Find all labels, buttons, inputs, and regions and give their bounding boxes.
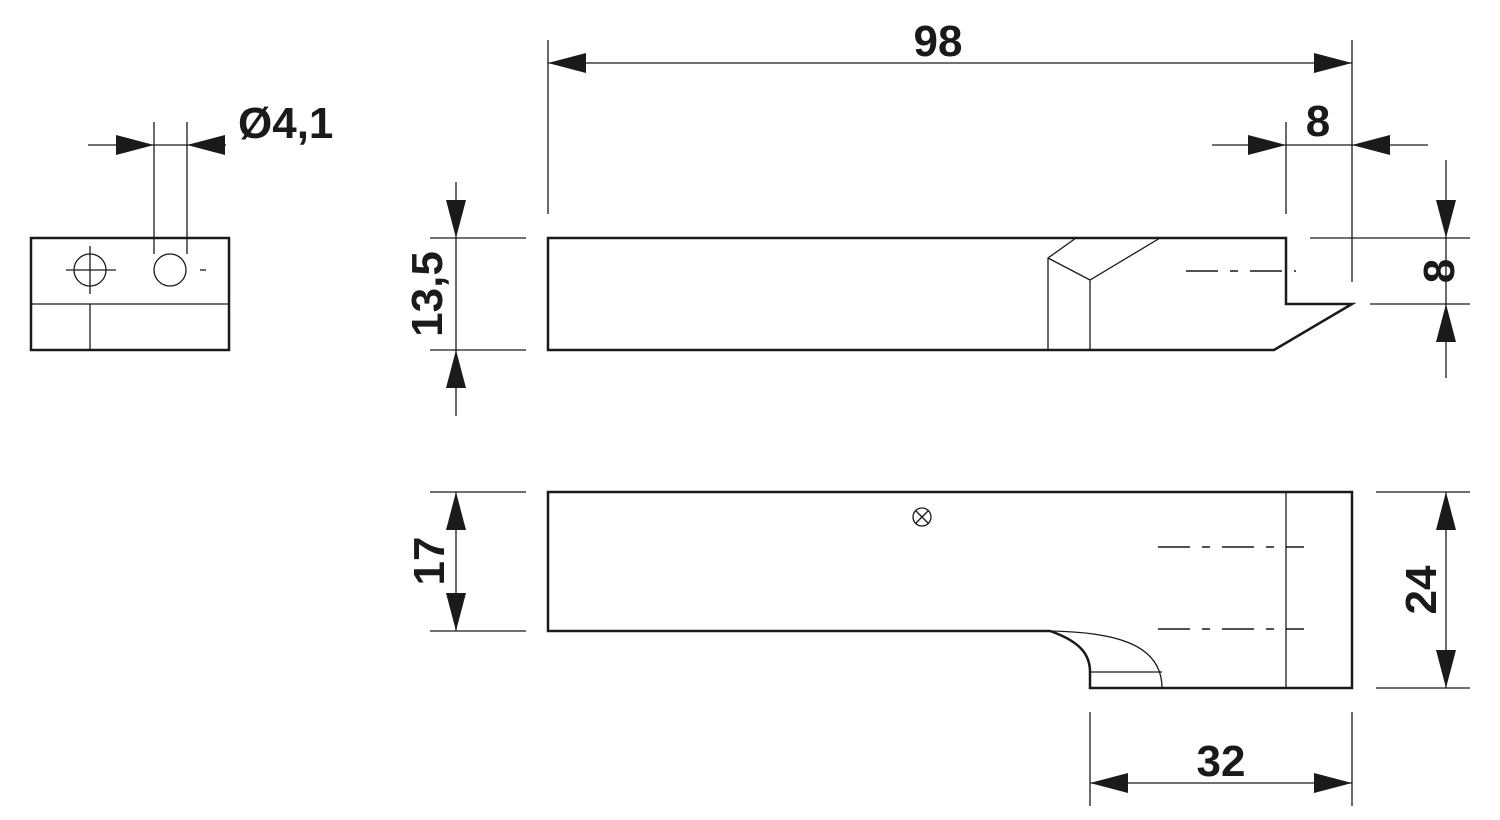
- dim8h-arrow-right: [1352, 135, 1390, 155]
- screw-icon-cross-b: [915, 510, 929, 524]
- dim-hole-diameter: Ø4,1: [238, 99, 333, 148]
- dim98-arrow-left: [548, 53, 586, 73]
- dia-arrow-left: [116, 135, 154, 155]
- screw-icon: [912, 507, 932, 527]
- dim24-arrow-top: [1436, 492, 1456, 530]
- dim-height-right: 8: [1415, 259, 1464, 283]
- dia-arrow-right: [187, 135, 225, 155]
- dim-overall-length: 98: [914, 17, 963, 66]
- dim-height-front: 17: [405, 537, 454, 586]
- dim98-arrow-right: [1314, 53, 1352, 73]
- front-view-hook-curve: [1049, 630, 1163, 689]
- front-view: 17 24 32: [405, 490, 1470, 806]
- dim-height-side: 13,5: [403, 251, 452, 337]
- dim17-arrow-top: [446, 492, 466, 530]
- dim17-arrow-bottom: [446, 593, 466, 631]
- front-view-outline: [546, 490, 1354, 690]
- dim-total-height: 24: [1397, 565, 1446, 614]
- dim-offset-top: 8: [1306, 97, 1330, 146]
- dim32-arrow-right: [1314, 773, 1352, 793]
- top-view-outline: [546, 236, 1357, 352]
- top-view-bevel: [1047, 237, 1161, 350]
- dim32-arrow-left: [1090, 773, 1128, 793]
- end-view-outline: [29, 236, 231, 352]
- top-view: 98 8 8 13,5: [403, 17, 1470, 416]
- dim24-arrow-bottom: [1436, 650, 1456, 688]
- end-view-hole-right-icon: [153, 253, 187, 287]
- dim8h-arrow-left: [1248, 135, 1286, 155]
- dim-bottom-length: 32: [1197, 737, 1246, 786]
- end-view: Ø4,1: [29, 99, 333, 352]
- dim8v-arrow-top: [1436, 200, 1456, 238]
- dim135-arrow-top: [446, 200, 466, 238]
- dim8v-arrow-bottom: [1436, 304, 1456, 342]
- dim135-arrow-bottom: [446, 350, 466, 388]
